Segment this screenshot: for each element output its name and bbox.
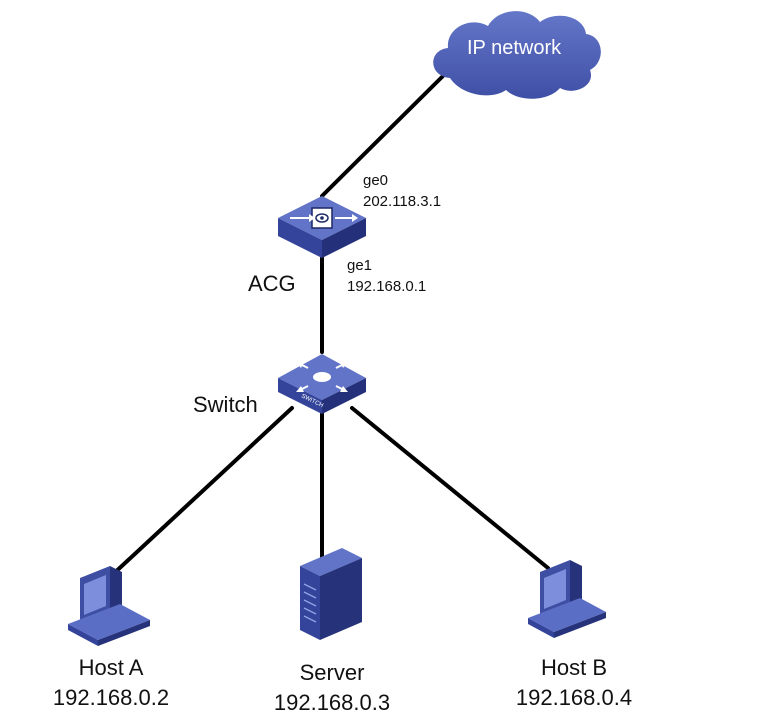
acg-ge0-ip: 202.118.3.1 xyxy=(363,193,442,210)
acg-ge1-name: ge1 xyxy=(347,257,373,274)
host-b-pc-icon xyxy=(528,560,606,638)
host-a-pc-icon xyxy=(68,566,150,646)
host-a-name: Host A xyxy=(78,655,144,680)
server-icon xyxy=(300,548,362,640)
link-cloud-acg xyxy=(320,71,448,198)
links xyxy=(108,71,550,579)
acg-name: ACG xyxy=(248,271,296,296)
server-name: Server xyxy=(299,660,365,685)
host-a-ip: 192.168.0.2 xyxy=(52,685,170,710)
link-switch-hostb xyxy=(350,406,550,570)
link-switch-hosta xyxy=(108,406,294,579)
acg-ge0-name: ge0 xyxy=(363,172,389,189)
switch-device-icon: SWITCH xyxy=(278,354,366,414)
cloud-icon xyxy=(433,11,601,99)
host-b-name: Host B xyxy=(540,655,608,680)
host-b-ip: 192.168.0.4 xyxy=(515,685,633,710)
switch-name: Switch xyxy=(193,392,258,417)
cloud-label: IP network xyxy=(467,37,562,59)
server-ip: 192.168.0.3 xyxy=(273,690,391,715)
acg-device-icon xyxy=(278,196,366,258)
acg-ge1-ip: 192.168.0.1 xyxy=(347,278,427,295)
